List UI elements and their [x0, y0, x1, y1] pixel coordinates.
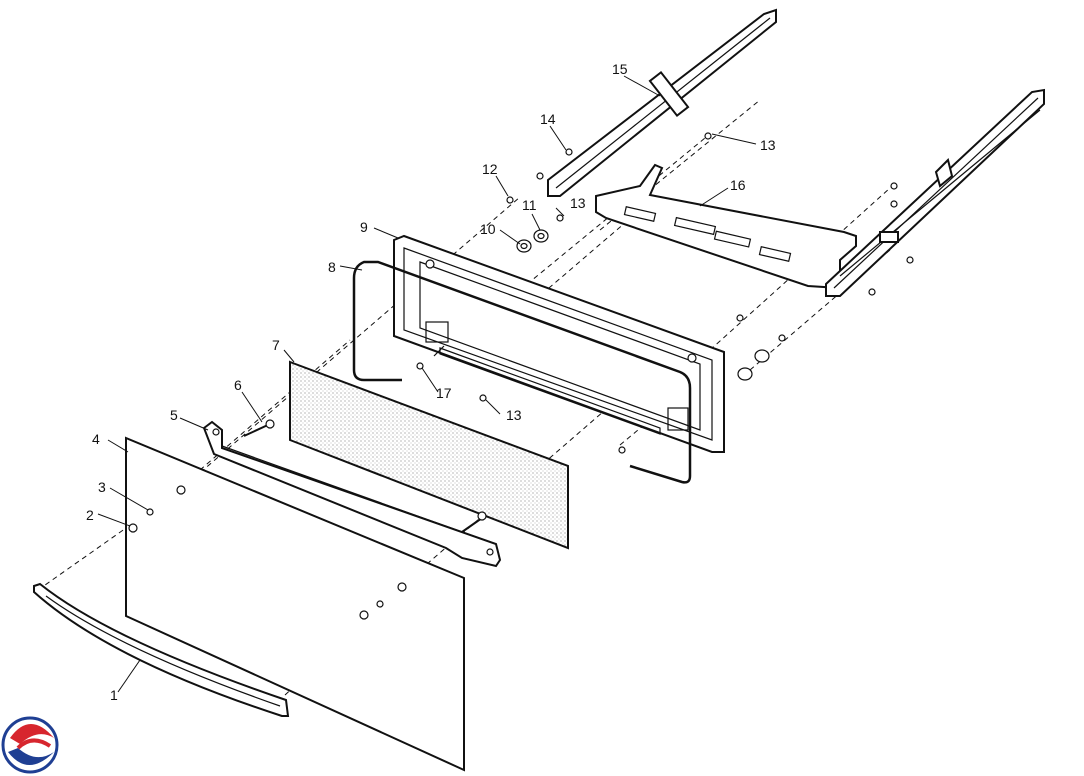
callout-13-upper-right: 13	[760, 137, 776, 153]
callout-1: 1	[110, 687, 118, 703]
callout-3: 3	[98, 479, 106, 495]
hardware	[416, 132, 914, 454]
callout-11: 11	[522, 197, 537, 213]
callout-6: 6	[234, 377, 242, 393]
callout-9: 9	[360, 219, 368, 235]
callout-14: 14	[540, 111, 556, 127]
left-slide-rail	[547, 8, 777, 197]
callout-17: 17	[436, 385, 452, 401]
insulation-panel	[289, 360, 569, 550]
callout-15: 15	[612, 61, 628, 77]
front-brace	[202, 420, 502, 568]
callout-10: 10	[480, 221, 496, 237]
leader-lines	[97, 75, 757, 693]
support-bracket	[595, 163, 857, 290]
door-frame	[393, 234, 725, 453]
callout-7: 7	[272, 337, 280, 353]
callout-labels: 1 2 3 4 5 6 7 8 9 10 11 12 13 13 13 14 1…	[86, 61, 776, 703]
long-screw	[243, 419, 487, 533]
right-slide-rail	[825, 88, 1045, 297]
callout-12: 12	[482, 161, 498, 177]
trim-strip	[33, 582, 290, 717]
callout-13-lower: 13	[506, 407, 522, 423]
glass-panel	[125, 436, 465, 772]
callout-2: 2	[86, 507, 94, 523]
brand-logo	[1, 716, 59, 774]
callout-8: 8	[328, 259, 336, 275]
lower-channel	[433, 345, 661, 435]
callout-13-middle: 13	[570, 195, 586, 211]
callout-16: 16	[730, 177, 746, 193]
callout-5: 5	[170, 407, 178, 423]
wire-handle	[352, 260, 692, 484]
callout-4: 4	[92, 431, 100, 447]
